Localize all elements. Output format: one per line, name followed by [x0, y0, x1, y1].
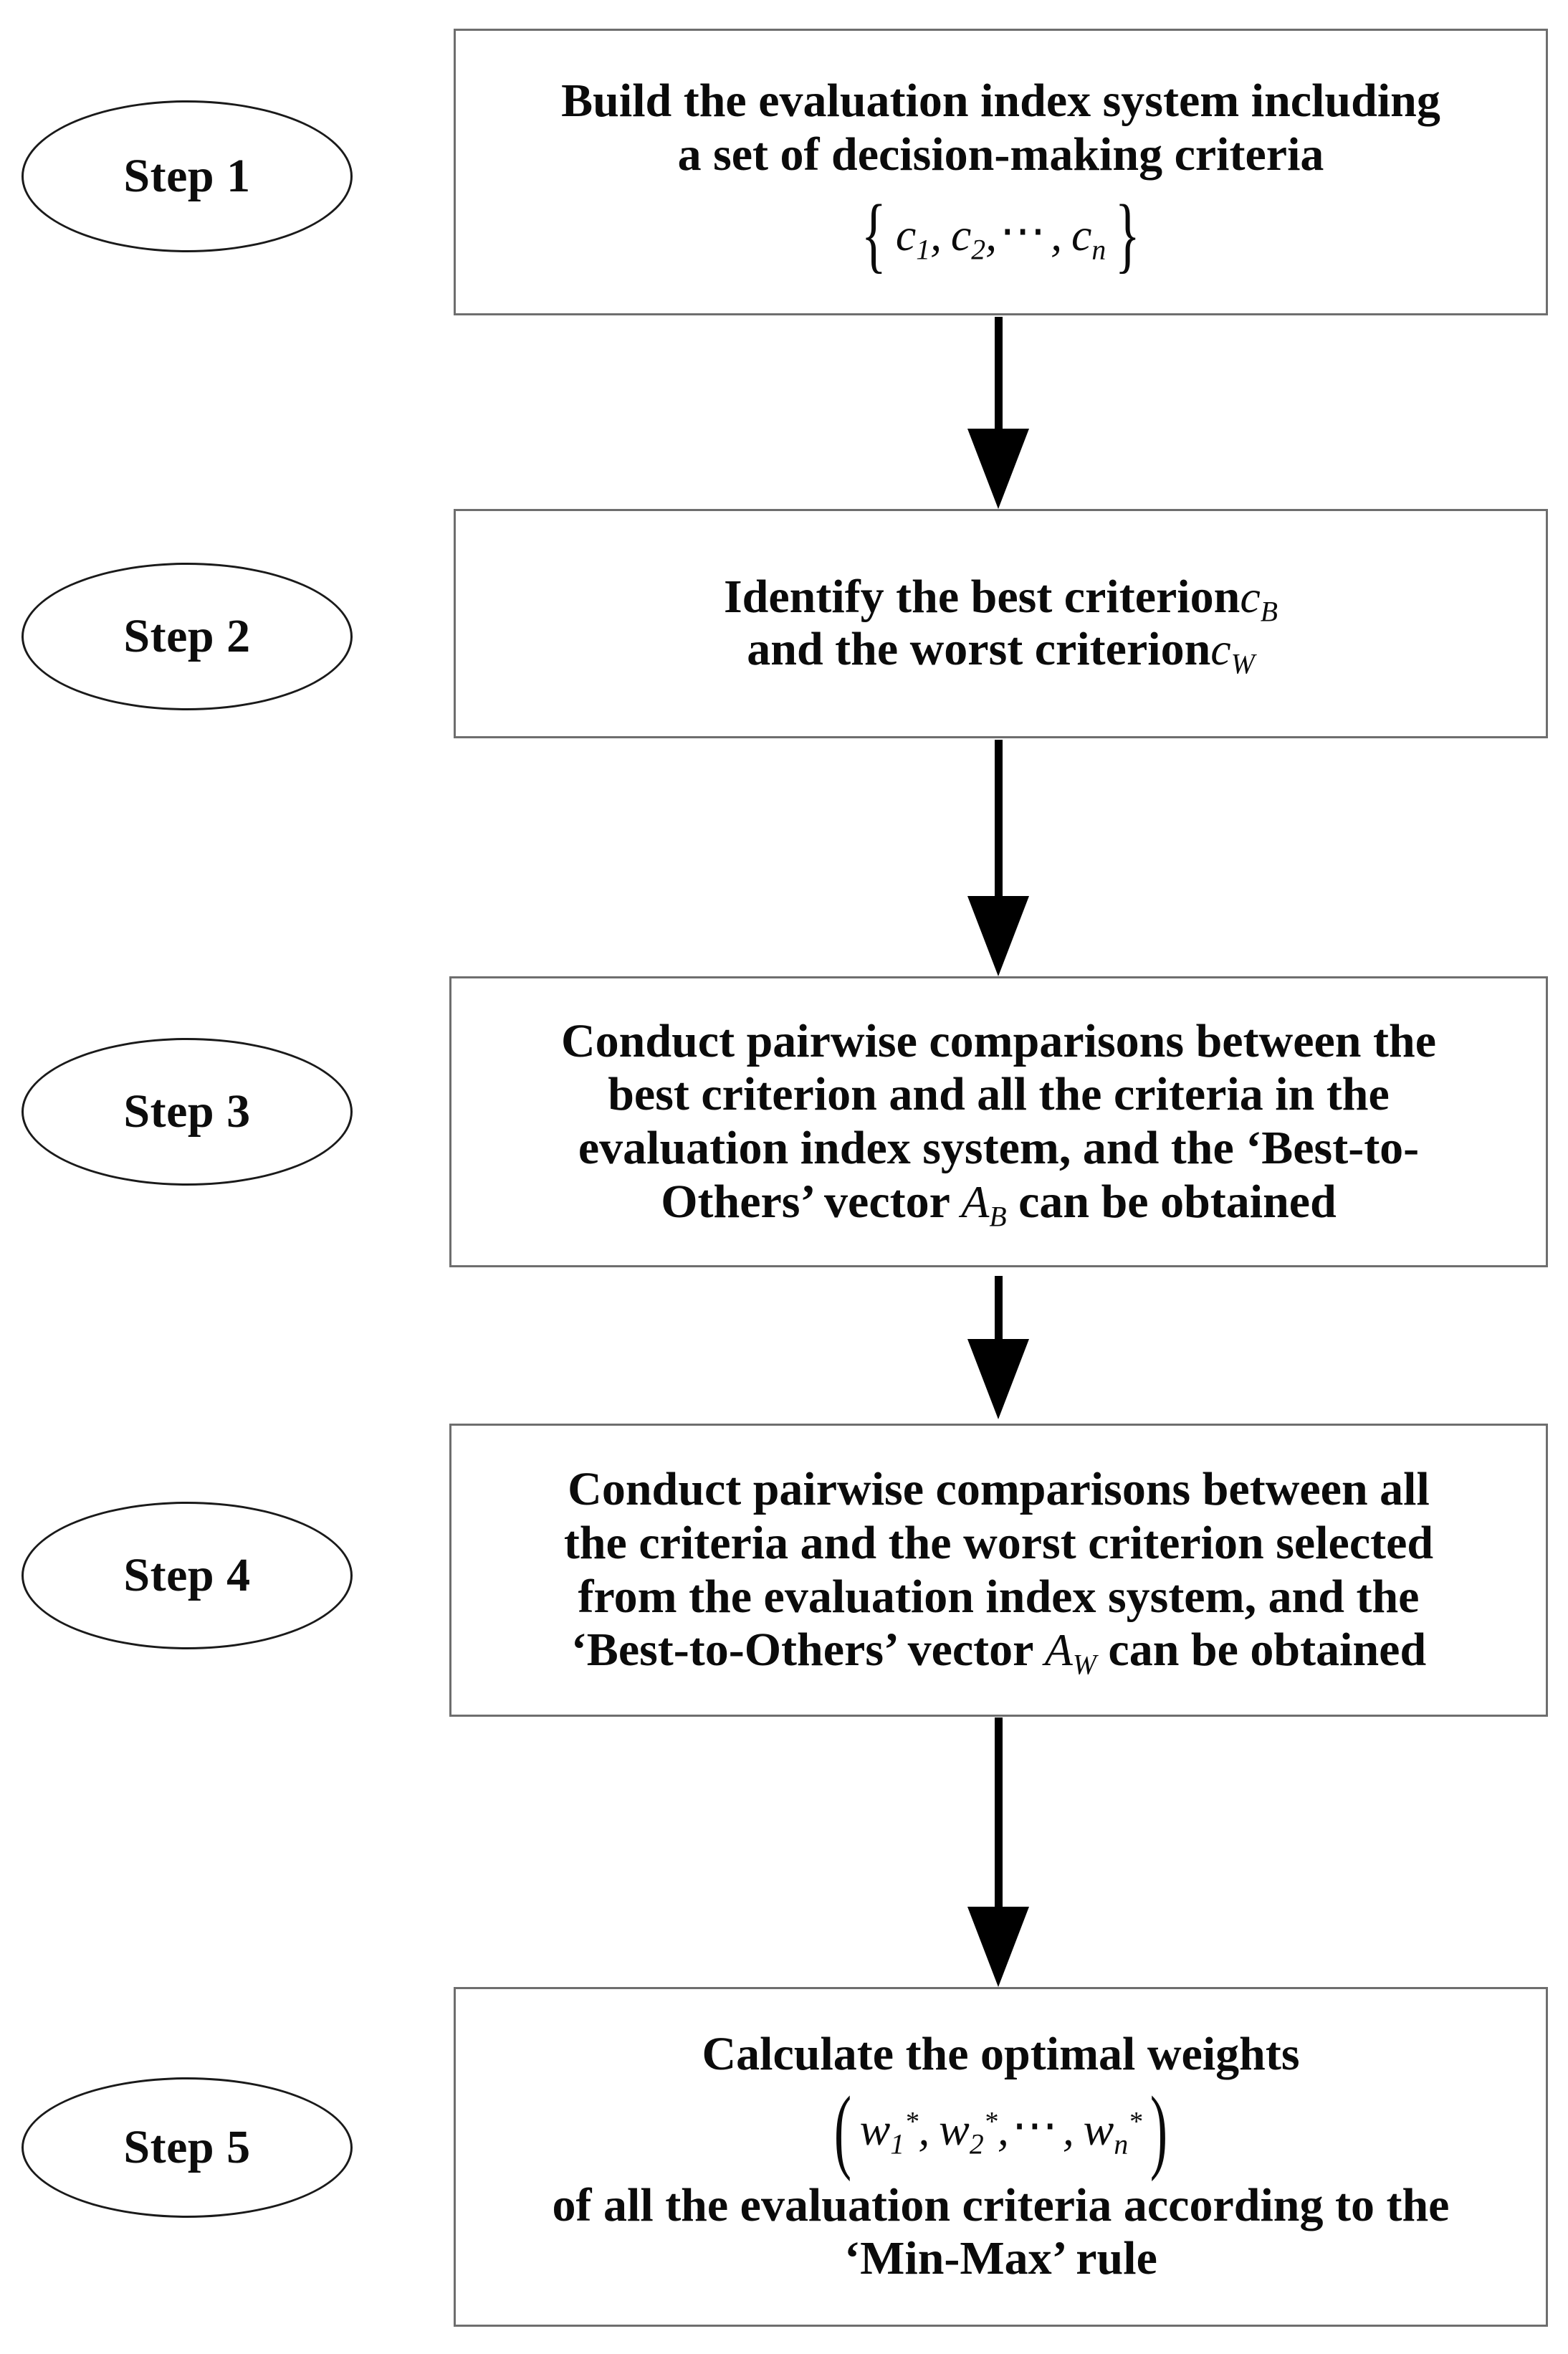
- box3-symbol-ab: AB: [961, 1176, 1007, 1233]
- box1-line-1: Build the evaluation index system includ…: [561, 75, 1440, 128]
- right-paren-icon: ): [1150, 2076, 1168, 2182]
- process-box-2: Identify the best criterioncB and the wo…: [454, 509, 1548, 738]
- box4-symbol-aw: AW: [1044, 1624, 1096, 1681]
- step-ellipse-4: Step 4: [21, 1502, 353, 1649]
- step-label-4: Step 4: [123, 1549, 251, 1601]
- step-ellipse-3: Step 3: [21, 1038, 353, 1186]
- arrow-shaft: [994, 1717, 1003, 1908]
- box4-line-4: ‘Best-to-Others’ vector AW can be obtain…: [570, 1624, 1427, 1681]
- box4-line-2: the criteria and the worst criterion sel…: [563, 1516, 1434, 1569]
- right-brace-icon: }: [1114, 187, 1141, 282]
- arrow-step2-to-step3: [966, 740, 1031, 976]
- box2-symbol-cw: cW: [1210, 624, 1255, 680]
- box5-line-3: ‘Min-Max’ rule: [844, 2232, 1157, 2285]
- left-brace-icon: {: [861, 187, 887, 282]
- box2-line-1: Identify the best criterioncB: [723, 571, 1278, 629]
- box2-line-2: and the worst criterioncW: [747, 623, 1255, 680]
- box1-criteria-set-formula: { c1, c2,⋯, cn }: [854, 187, 1148, 282]
- box4-line-4-tail: can be obtained: [1108, 1624, 1427, 1677]
- box3-line-1: Conduct pairwise comparisons between the: [561, 1014, 1436, 1067]
- box2-line-1-text: Identify the best criterion: [723, 571, 1240, 624]
- process-box-5: Calculate the optimal weights ( w1*, w2*…: [454, 1987, 1548, 2327]
- box5-line-1: Calculate the optimal weights: [702, 2028, 1300, 2081]
- process-box-4: Conduct pairwise comparisons between all…: [449, 1424, 1548, 1717]
- arrow-shaft: [994, 740, 1003, 897]
- process-box-1: Build the evaluation index system includ…: [454, 29, 1548, 315]
- box4-line-1: Conduct pairwise comparisons between all: [568, 1463, 1430, 1516]
- arrow-step3-to-step4: [966, 1276, 1031, 1419]
- box5-weights-formula: ( w1*, w2*,⋯, wn* ): [827, 2076, 1175, 2182]
- box2-symbol-cb: cB: [1240, 571, 1278, 629]
- arrow-head-icon: [967, 896, 1029, 976]
- box5-line-2: of all the evaluation criteria according…: [552, 2178, 1450, 2231]
- arrow-shaft: [994, 317, 1003, 430]
- box3-line-3: evaluation index system, and the ‘Best-t…: [578, 1122, 1420, 1174]
- box4-line-4-head: ‘Best-to-Others’ vector: [570, 1624, 1033, 1677]
- process-box-3: Conduct pairwise comparisons between the…: [449, 976, 1548, 1267]
- step-ellipse-2: Step 2: [21, 563, 353, 710]
- arrow-head-icon: [967, 1907, 1029, 1987]
- box3-line-4-tail: can be obtained: [1018, 1175, 1337, 1228]
- box3-line-4-head: Others’ vector: [661, 1175, 950, 1228]
- box3-line-2: best criterion and all the criteria in t…: [608, 1068, 1390, 1121]
- arrow-step4-to-step5: [966, 1717, 1031, 1987]
- box5-weights-body: w1*, w2*,⋯, wn*: [859, 2099, 1142, 2160]
- box3-line-4: Others’ vector AB can be obtained: [661, 1175, 1337, 1233]
- step-label-2: Step 2: [123, 610, 251, 662]
- box1-criteria-set-body: c1, c2,⋯, cn: [895, 204, 1106, 266]
- box2-line-2-text: and the worst criterion: [747, 623, 1211, 675]
- step-label-1: Step 1: [123, 150, 251, 202]
- arrow-shaft: [994, 1276, 1003, 1340]
- arrow-head-icon: [967, 429, 1029, 509]
- box1-line-2: a set of decision-making criteria: [677, 128, 1324, 181]
- box4-line-3: from the evaluation index system, and th…: [578, 1570, 1420, 1623]
- left-paren-icon: (: [833, 2076, 851, 2182]
- arrow-head-icon: [967, 1339, 1029, 1419]
- step-label-5: Step 5: [123, 2121, 251, 2173]
- arrow-step1-to-step2: [966, 317, 1031, 509]
- step-label-3: Step 3: [123, 1085, 251, 1138]
- step-ellipse-1: Step 1: [21, 100, 353, 252]
- step-ellipse-5: Step 5: [21, 2077, 353, 2218]
